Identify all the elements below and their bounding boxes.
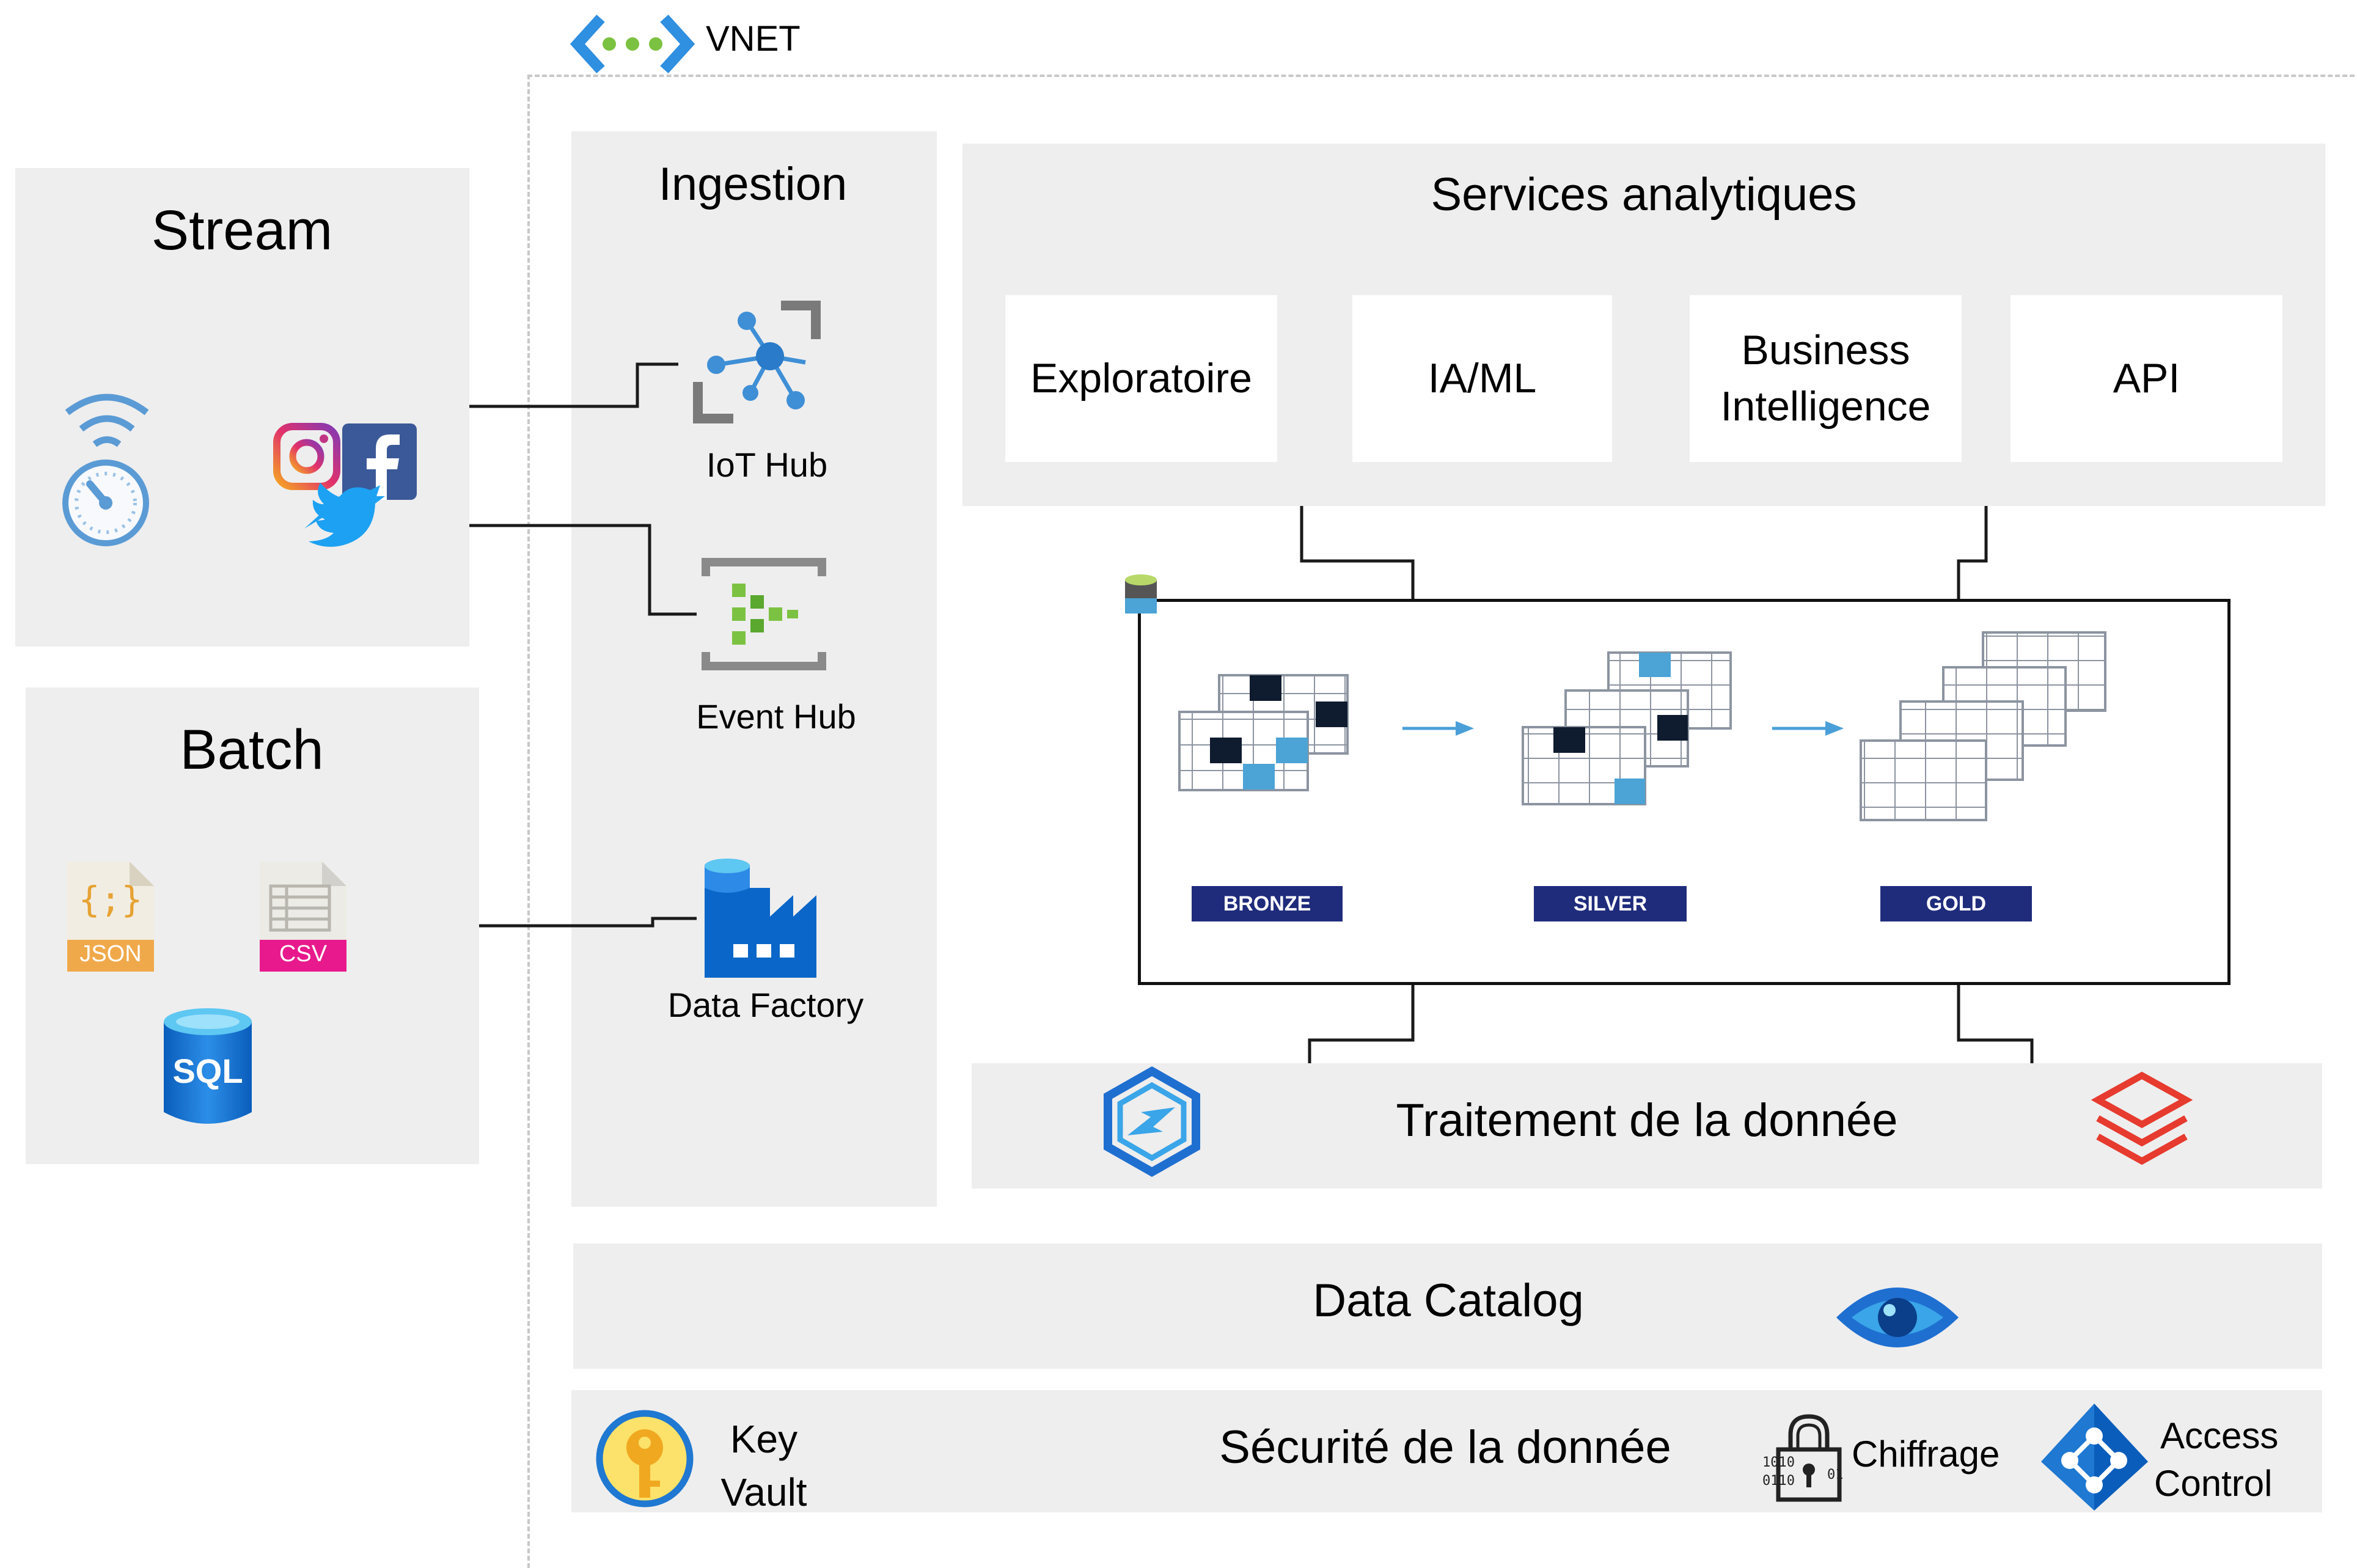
csv-label: CSV: [279, 941, 328, 967]
event-hub-label: Event Hub: [696, 697, 856, 736]
stage-gold: GOLD: [1880, 886, 2032, 921]
card-api-label: API: [2113, 354, 2180, 401]
svg-text:0110: 0110: [1762, 1473, 1795, 1489]
bronze-tables: [1178, 674, 1349, 791]
card-exploratoire-label: Exploratoire: [1030, 354, 1252, 401]
batch-title: Batch: [180, 719, 324, 781]
wifi-gauge-icon: [62, 394, 149, 546]
purview-eye-icon: [1836, 1288, 1959, 1347]
data-factory-icon: [705, 859, 816, 978]
stream-panel: [15, 168, 469, 647]
card-api[interactable]: API: [2011, 295, 2282, 462]
encryption-lock-icon: 1010 0110 01: [1762, 1414, 1844, 1502]
processing-title: Traitement de la donnée: [1396, 1094, 1898, 1146]
access-control-line1: Access: [2160, 1415, 2279, 1456]
vnet-boundary: [527, 75, 2357, 1568]
storage-icon: [1125, 574, 1157, 614]
security-title: Sécurité de la donnée: [1219, 1421, 1671, 1473]
vnet-label: VNET: [706, 19, 801, 59]
iot-hub-label: IoT Hub: [706, 445, 828, 484]
card-bi-line1: Business: [1741, 326, 1910, 373]
card-bi-line2: Intelligence: [1720, 383, 1931, 430]
analytics-title: Services analytiques: [1431, 169, 1857, 221]
svg-text:01: 01: [1827, 1467, 1844, 1482]
sql-database-icon: [164, 1008, 252, 1124]
catalog-panel: [573, 1244, 2322, 1369]
security-panel: [571, 1390, 2322, 1512]
sql-label: SQL: [172, 1052, 243, 1090]
event-hub-icon: [702, 558, 826, 670]
access-control-line2: Control: [2154, 1463, 2273, 1504]
json-braces: {;}: [78, 879, 143, 920]
access-control-icon: [2041, 1404, 2148, 1511]
social-media-icon: [273, 423, 417, 547]
stage-bronze: BRONZE: [1192, 886, 1343, 921]
synapse-icon: [1104, 1066, 1200, 1178]
card-ia-ml[interactable]: IA/ML: [1352, 295, 1612, 462]
json-label: JSON: [79, 941, 142, 967]
key-vault-line2: Vault: [720, 1470, 807, 1514]
catalog-title: Data Catalog: [1313, 1275, 1584, 1327]
csv-file-icon: [260, 862, 346, 972]
stage-silver: SILVER: [1534, 886, 1687, 921]
card-exploratoire[interactable]: Exploratoire: [1005, 295, 1277, 462]
key-vault-line1: Key: [730, 1417, 798, 1461]
vnet-icon: [570, 14, 695, 74]
iot-hub-icon: [693, 301, 821, 423]
card-ia-ml-label: IA/ML: [1428, 354, 1537, 401]
ingestion-title: Ingestion: [658, 158, 848, 210]
gold-tables: [1860, 631, 2106, 821]
databricks-icon: [2091, 1071, 2193, 1165]
data-factory-label: Data Factory: [667, 986, 864, 1024]
json-file-icon: [67, 862, 154, 972]
encryption-label: Chiffrage: [1852, 1434, 2000, 1475]
stream-title: Stream: [151, 199, 333, 262]
silver-tables: [1522, 651, 1732, 805]
svg-text:1010: 1010: [1762, 1455, 1795, 1470]
key-vault-icon: [596, 1410, 694, 1508]
